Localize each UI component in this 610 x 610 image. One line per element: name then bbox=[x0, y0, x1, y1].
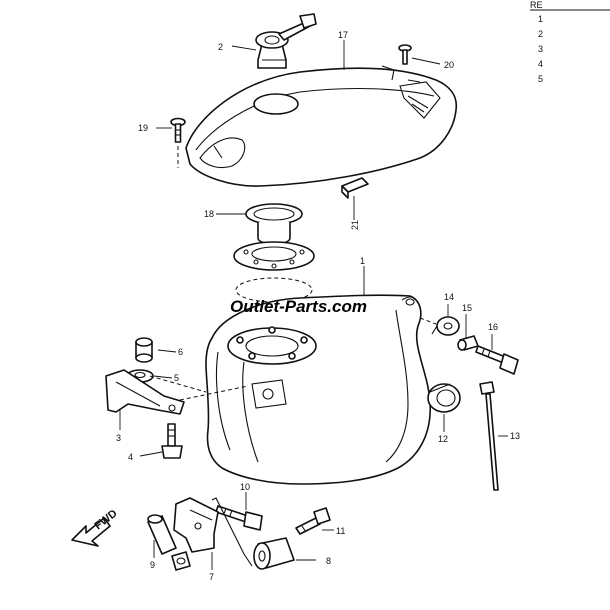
callout-16: 16 bbox=[488, 322, 498, 332]
cover-screw-front bbox=[170, 117, 186, 168]
rubber-mount bbox=[253, 537, 295, 570]
collar bbox=[135, 337, 153, 363]
leader-lines bbox=[119, 40, 508, 570]
lower-bolt-10 bbox=[215, 505, 263, 531]
callout-4: 4 bbox=[128, 452, 133, 462]
callout-12: 12 bbox=[438, 434, 448, 444]
lower-bolt-11 bbox=[295, 507, 331, 535]
cover-rear-tab bbox=[399, 81, 441, 119]
tank-shell bbox=[205, 294, 431, 485]
fuel-tank bbox=[205, 294, 431, 485]
reference-number-2: 2 bbox=[538, 29, 543, 39]
callouts: 2 17 20 19 21 18 1 6 5 3 4 14 15 16 12 1… bbox=[116, 30, 520, 582]
callout-10: 10 bbox=[240, 482, 250, 492]
callout-20: 20 bbox=[444, 60, 454, 70]
callout-18: 18 bbox=[204, 209, 214, 219]
side-grommet bbox=[427, 383, 461, 413]
rear-cushion bbox=[419, 316, 460, 336]
bracket-bolt bbox=[161, 423, 183, 459]
watermark-text: Outlet-Parts.com bbox=[230, 297, 367, 316]
tank-cover bbox=[185, 65, 458, 187]
rubber-cushion bbox=[341, 177, 369, 199]
key-slot bbox=[264, 35, 280, 45]
reference-number-1: 1 bbox=[538, 14, 543, 24]
reference-column: RE 1 2 3 4 5 bbox=[530, 0, 610, 84]
filler-ring bbox=[245, 203, 303, 245]
rear-collar bbox=[457, 335, 479, 351]
callout-1: 1 bbox=[360, 256, 365, 266]
callout-9: 9 bbox=[150, 560, 155, 570]
reference-number-3: 3 bbox=[538, 44, 543, 54]
callout-3: 3 bbox=[116, 433, 121, 443]
callout-15: 15 bbox=[462, 303, 472, 313]
callout-8: 8 bbox=[326, 556, 331, 566]
callout-5: 5 bbox=[174, 373, 179, 383]
rear-bolt bbox=[475, 345, 519, 375]
fwd-arrow-icon bbox=[71, 517, 111, 547]
cable-tie bbox=[479, 381, 499, 491]
callout-14: 14 bbox=[444, 292, 454, 302]
cover-screw-rear bbox=[398, 44, 412, 65]
lower-bracket bbox=[173, 497, 253, 567]
callout-17: 17 bbox=[338, 30, 348, 40]
callout-2: 2 bbox=[218, 42, 223, 52]
callout-19: 19 bbox=[138, 123, 148, 133]
callout-13: 13 bbox=[510, 431, 520, 441]
tank-label-plate bbox=[251, 379, 287, 409]
callout-7: 7 bbox=[209, 572, 214, 582]
reference-number-5: 5 bbox=[538, 74, 543, 84]
reference-number-4: 4 bbox=[538, 59, 543, 69]
cover-shell bbox=[185, 67, 458, 187]
mounting-bracket bbox=[105, 369, 249, 415]
callout-11: 11 bbox=[336, 526, 345, 536]
lower-collar bbox=[147, 514, 191, 571]
reference-header: RE bbox=[530, 0, 543, 10]
fuel-cap-with-key bbox=[255, 13, 317, 69]
cover-filler-opening bbox=[253, 93, 299, 115]
callout-21: 21 bbox=[350, 220, 360, 230]
cover-vent-opening bbox=[199, 137, 246, 169]
filler-flange-gasket bbox=[233, 241, 315, 303]
key-head bbox=[299, 13, 317, 29]
forward-direction-indicator: FWD bbox=[71, 507, 120, 547]
callout-6: 6 bbox=[178, 347, 183, 357]
